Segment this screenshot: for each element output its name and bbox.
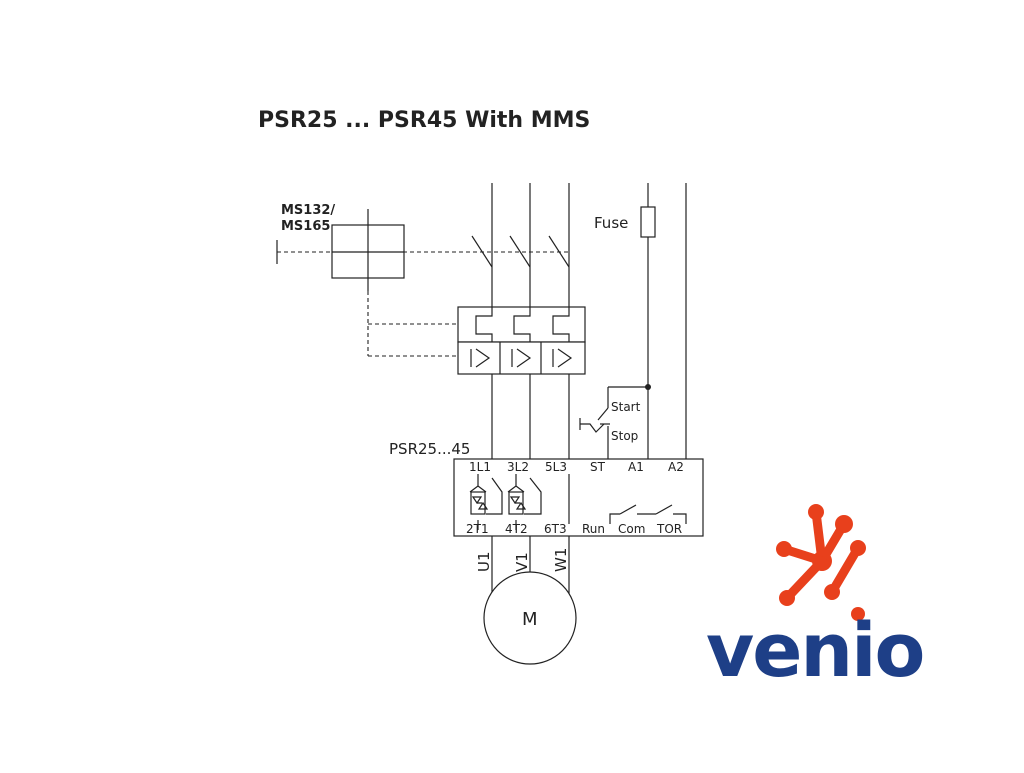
- motor-symbol: [483, 571, 577, 665]
- bottom-terminals: 2T1 4T2 6T3 Run Com TOR: [466, 522, 682, 536]
- fuse-label: Fuse: [594, 214, 628, 232]
- terminal-5l3: 5L3: [545, 460, 567, 474]
- start-stop-contacts: [579, 384, 651, 459]
- softstarter-box: [453, 458, 704, 537]
- terminal-run: Run: [582, 522, 605, 536]
- phase-label-u1: U1: [475, 551, 493, 572]
- diagram-title: PSR25 ... PSR45 With MMS: [258, 108, 590, 133]
- terminal-4t2: 4T2: [505, 522, 528, 536]
- terminal-2t1: 2T1: [466, 522, 489, 536]
- breaker-label-line1: MS132/: [281, 203, 335, 218]
- terminal-st: ST: [590, 460, 606, 474]
- softstarter-model: PSR25...45: [389, 440, 470, 458]
- fuse-symbol: [640, 183, 656, 459]
- breaker-label-line2: MS165: [281, 219, 330, 234]
- mms-protection-block: [457, 306, 586, 375]
- phase-label-w1: W1: [552, 548, 570, 572]
- terminal-com: Com: [618, 522, 645, 536]
- phase-label-v1: V1: [513, 552, 531, 572]
- venio-logo: venio: [706, 504, 925, 694]
- stop-label: Stop: [611, 429, 638, 443]
- venio-logo-text: venio: [706, 608, 923, 694]
- terminal-tor: TOR: [656, 522, 682, 536]
- start-label: Start: [611, 400, 641, 414]
- venio-logo-icon: [776, 504, 866, 621]
- terminal-a2: A2: [668, 460, 684, 474]
- top-terminals: 1L1 3L2 5L3 ST A1 A2: [469, 460, 684, 474]
- terminal-a1: A1: [628, 460, 644, 474]
- motor-label: M: [522, 609, 538, 630]
- terminal-3l2: 3L2: [507, 460, 529, 474]
- breaker-symbol: [276, 209, 570, 357]
- terminal-6t3: 6T3: [544, 522, 567, 536]
- phase-lines: [471, 183, 570, 307]
- terminal-1l1: 1L1: [469, 460, 491, 474]
